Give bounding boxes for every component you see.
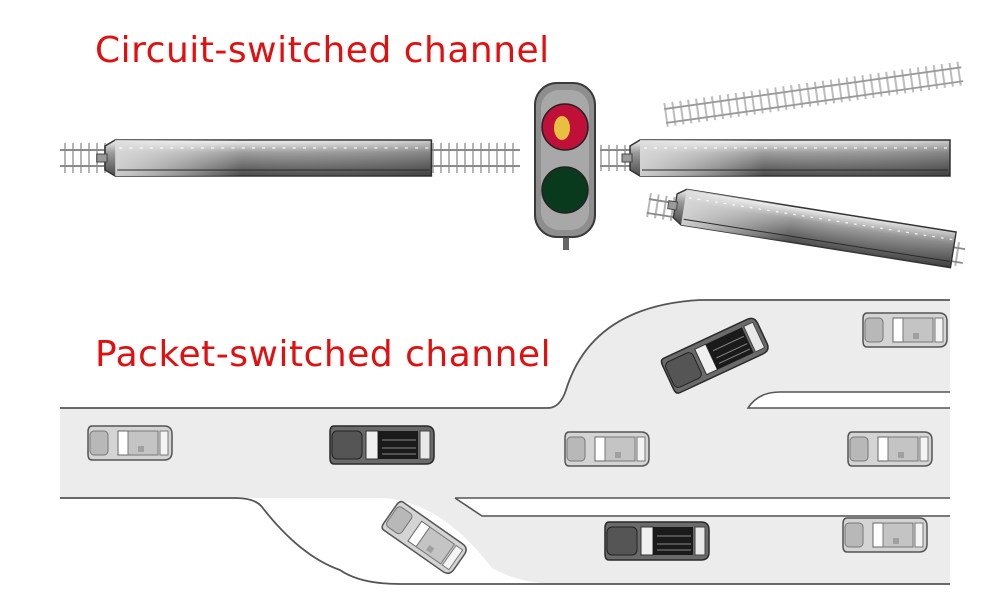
car-icon bbox=[862, 312, 948, 348]
train-icon bbox=[96, 139, 433, 177]
train-icon bbox=[664, 186, 957, 269]
train-icon bbox=[621, 139, 951, 177]
circuit-section bbox=[60, 61, 966, 269]
car-icon bbox=[842, 517, 928, 553]
packet-section bbox=[60, 299, 950, 585]
traffic-signal-icon bbox=[534, 82, 596, 250]
car-icon bbox=[847, 431, 933, 467]
packet-switched-label: Packet-switched channel bbox=[95, 334, 552, 375]
circuit-switched-label: Circuit-switched channel bbox=[95, 30, 550, 71]
railroad-track-upper bbox=[663, 61, 964, 127]
car-icon bbox=[329, 425, 435, 465]
car-icon bbox=[604, 521, 710, 561]
car-icon bbox=[564, 431, 650, 467]
car-icon bbox=[87, 425, 173, 461]
